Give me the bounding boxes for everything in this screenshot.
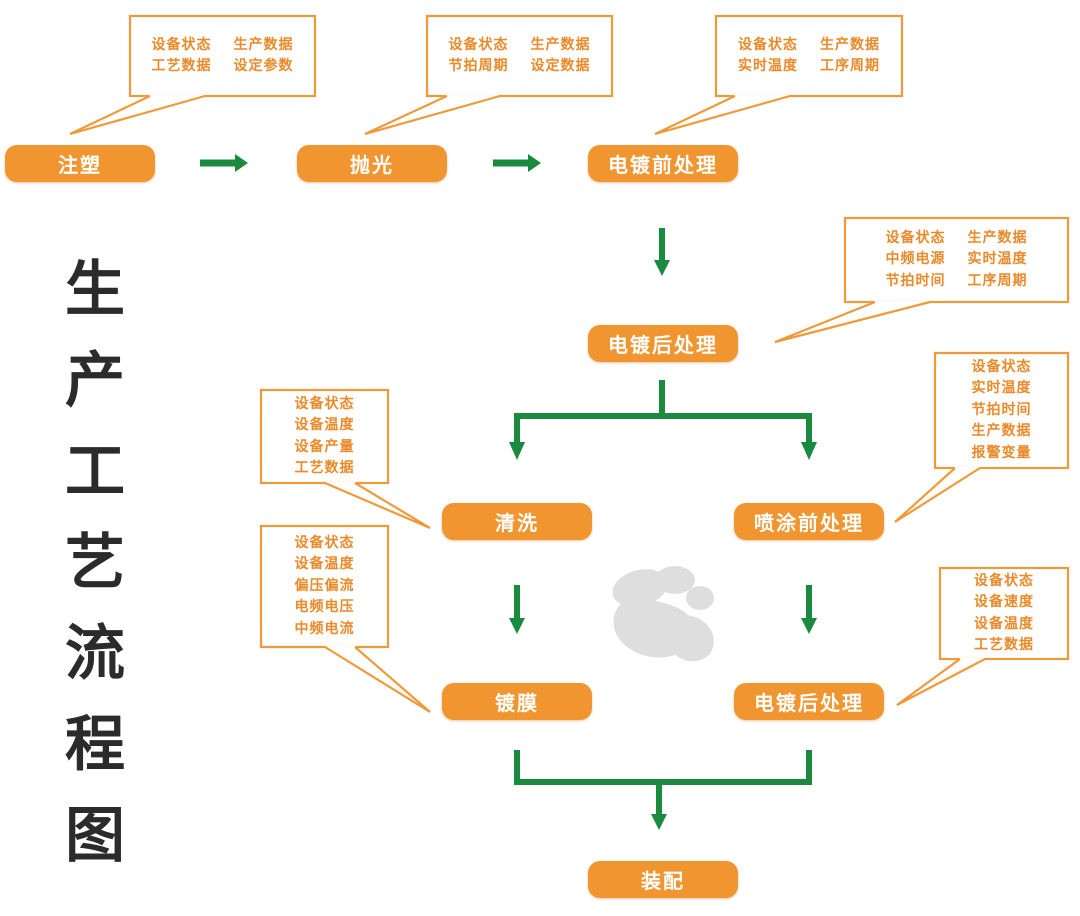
callout-coating: 设备状态设备温度偏压偏流电频电压中频电流 [295,533,355,641]
process-step-cleaning: 清洗 [442,503,592,540]
arrow-head-icon [801,618,817,634]
callout-item: 实时温度 [967,251,1028,267]
title-char: 生 [65,255,125,325]
callout-item: 设备状态 [151,36,212,53]
callout-item: 生产数据 [971,423,1032,439]
process-step-polish: 抛光 [297,145,447,182]
process-step-post-plating: 电镀后处理 [588,325,738,362]
callout-item: 设备温度 [294,556,355,572]
callout-box [714,14,904,98]
callout-item: 设备状态 [294,534,355,551]
callout-box [128,14,317,98]
callout-injection: 设备状态 生产数据工艺数据 设定参数 [152,35,294,78]
callout-item: 实时温度 [738,58,798,74]
callout-pre-plating: 设备状态 生产数据实时温度 工序周期 [738,35,880,78]
process-step-pre-plating: 电镀前处理 [588,145,738,182]
process-step-pre-spray: 喷涂前处理 [734,503,884,540]
callout-item: 报警变量 [971,444,1032,461]
callout-item: 工序周期 [820,58,880,74]
callout-tail [324,646,431,713]
callout-box [259,388,390,485]
callout-item: 设备温度 [294,417,355,433]
process-step-coating: 镀膜 [442,683,592,720]
arrow-head-icon [235,154,248,172]
callout-item: 生产数据 [967,229,1028,246]
title-char: 程 [65,710,125,780]
callout-item: 中频电流 [294,620,355,637]
paw-toe-icon [686,586,714,610]
paw-toe-icon [670,614,714,662]
callout-item: 设备温度 [974,615,1034,632]
callout-item: 设定数据 [530,58,591,74]
callout-item: 设备状态 [971,358,1032,375]
callout-item: 设定参数 [233,58,294,74]
callout-box [938,566,1070,661]
callout-item: 实时温度 [971,380,1032,396]
arrow-head-icon [801,442,817,460]
branch-line [514,380,665,444]
callout-item: 工艺数据 [151,58,212,74]
callout-tail [69,94,206,136]
paw-toe-icon [655,566,695,594]
callout-item: 节拍时间 [971,401,1032,418]
callout-box [259,524,390,649]
callout-item: 设备状态 [294,395,355,412]
callout-box [843,216,1070,304]
title-char: 工 [65,437,125,507]
callout-item: 生产数据 [233,36,294,53]
process-step-assembly: 装配 [588,861,738,898]
title-char: 图 [65,801,125,871]
paw-toe-icon [612,569,668,607]
callout-item: 设备产量 [294,438,355,455]
callout-item: 工艺数据 [294,460,355,476]
callout-item: 中频电源 [885,251,946,267]
title-char: 产 [65,346,125,416]
branch-line [662,413,812,444]
callout-tail [364,94,501,136]
callout-polish: 设备状态 生产数据节拍周期 设定数据 [449,35,591,78]
arrow-head-icon [509,618,525,634]
callout-item: 工艺数据 [974,637,1034,653]
callout-post-plating-2: 设备状态设备速度设备温度工艺数据 [974,571,1034,657]
callout-item: 节拍周期 [448,58,509,74]
callout-item: 节拍时间 [885,272,946,289]
title-char: 流 [65,619,125,689]
callout-item: 设备状态 [885,229,946,246]
callout-tail [324,481,431,530]
callout-post-plating: 设备状态 生产数据中频电源 实时温度节拍时间 工序周期 [886,228,1028,293]
merge-line [514,750,812,785]
callout-item: 生产数据 [820,36,880,53]
callout-pre-spray: 设备状态实时温度节拍时间生产数据报警变量 [972,357,1032,465]
callout-item: 偏压偏流 [294,577,355,594]
callout-tail [774,300,931,344]
callout-item: 设备速度 [974,594,1034,610]
callout-item: 生产数据 [530,36,591,53]
callout-item: 工序周期 [967,272,1028,289]
arrow-head-icon [654,260,670,276]
callout-item: 设备状态 [738,36,798,53]
arrow-head-icon [651,814,667,830]
diagram-title: 生产工艺流程图 [60,245,130,882]
callout-tail [896,658,986,706]
arrow-head-icon [509,442,525,460]
callout-item: 设备状态 [974,572,1034,589]
callout-tail [654,94,791,136]
arrow-head-icon [528,154,541,172]
callout-cleaning: 设备状态设备温度设备产量工艺数据 [295,394,355,480]
process-step-post-plating-2: 电镀后处理 [734,683,884,720]
callout-item: 电频电压 [294,599,355,615]
callout-tail [894,467,981,523]
process-step-injection: 注塑 [5,145,155,182]
title-char: 艺 [65,528,125,598]
callout-box [933,351,1070,470]
callout-box [425,14,614,98]
callout-item: 设备状态 [448,36,509,53]
